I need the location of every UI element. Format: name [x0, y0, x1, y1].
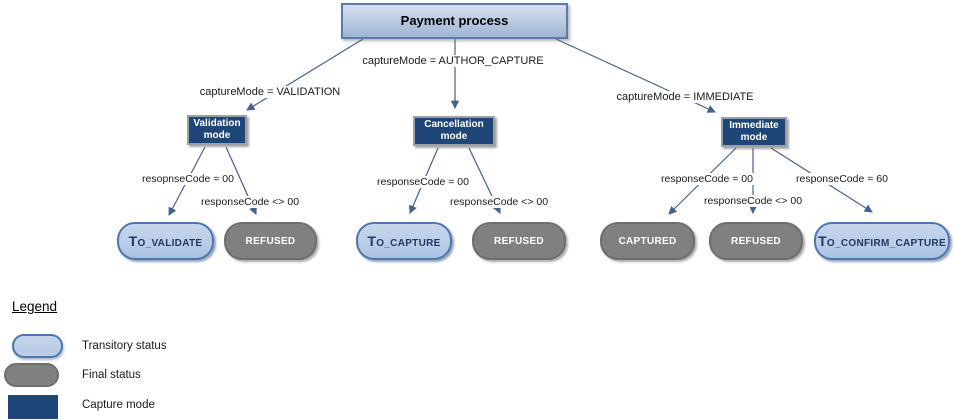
edge-label-capture-mode-validation: captureMode = VALIDATION	[197, 86, 343, 98]
status-label: TO_CAPTURE	[367, 233, 441, 249]
status-node-refused-immediate: REFUSED	[709, 222, 803, 260]
legend-item-final-status: Final status	[82, 369, 141, 381]
status-node-refused-validation: REFUSED	[224, 222, 317, 260]
status-node-to-confirm-capture: TO_CONFIRM_CAPTURE	[814, 222, 950, 260]
status-node-captured: CAPTURED	[600, 222, 695, 260]
edge-label-capture-mode-immediate: captureMode = IMMEDIATE	[614, 91, 756, 103]
mode-node-validation: Validation mode	[187, 115, 247, 145]
status-label: REFUSED	[245, 235, 296, 247]
legend-item-capture-mode: Capture mode	[82, 399, 155, 411]
status-node-refused-cancellation: REFUSED	[472, 222, 566, 260]
mode-node-cancellation: Cancellation mode	[413, 116, 495, 146]
status-label: REFUSED	[494, 235, 544, 247]
status-label: REFUSED	[731, 235, 781, 247]
mode-node-immediate: Immediate mode	[721, 117, 787, 147]
root-node-payment-process: Payment process	[341, 3, 568, 39]
status-label: CAPTURED	[618, 235, 677, 247]
legend-capture-swatch	[8, 395, 58, 419]
edge-label-immediate-response-60: responseCode = 60	[794, 173, 890, 185]
edge-label-cancellation-response-00: responseCode = 00	[375, 176, 471, 188]
edge-label-immediate-response-not-00: responseCode <> 00	[701, 195, 805, 207]
edge-label-validation-response-00: resopnseCode = 00	[140, 173, 236, 185]
edge-label-immediate-response-00: responseCode = 00	[659, 173, 755, 185]
status-node-to-capture: TO_CAPTURE	[356, 222, 452, 260]
edge-label-cancellation-response-not-00: responseCode <> 00	[447, 196, 551, 208]
legend-title: Legend	[12, 299, 58, 314]
legend-transitory-swatch	[12, 334, 63, 358]
legend-final-swatch	[4, 363, 59, 387]
status-label: TO_VALIDATE	[128, 233, 203, 249]
edge-label-validation-response-not-00: responseCode <> 00	[198, 196, 302, 208]
status-node-to-validate: TO_VALIDATE	[117, 222, 214, 260]
edge-root-validation-mode	[246, 38, 364, 111]
legend-item-transitory-status: Transitory status	[82, 340, 167, 352]
edge-label-capture-mode-author-capture: captureMode = AUTHOR_CAPTURE	[360, 55, 546, 67]
status-label: TO_CONFIRM_CAPTURE	[818, 233, 946, 249]
